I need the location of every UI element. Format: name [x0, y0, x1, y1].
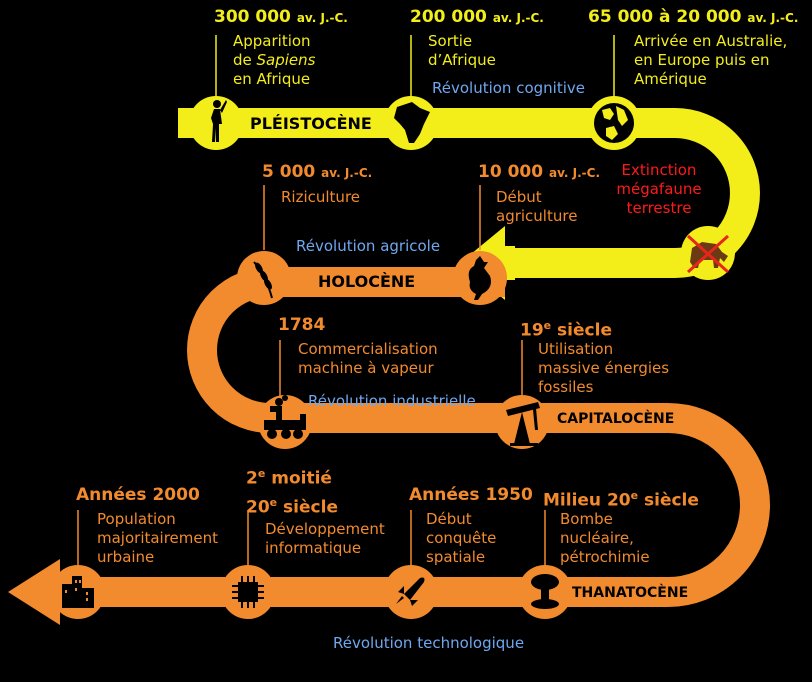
event-urban-date: Années 2000	[76, 485, 200, 505]
chip-icon	[221, 565, 275, 619]
era-capitalocene: CAPITALOCÈNE	[557, 411, 675, 427]
event-steam-date: 1784	[278, 315, 326, 335]
locomotive-icon	[258, 395, 312, 449]
event-nuclear-date: Milieu 20e siècle	[543, 489, 699, 511]
event-steam-desc: Commercialisation machine à vapeur	[298, 340, 438, 377]
city-icon	[51, 565, 105, 619]
event-nuclear-desc: Bombe nucléaire, pétrochimie	[560, 510, 650, 566]
event-rice-desc: Riziculture	[281, 188, 361, 206]
event-extinction-desc: Extinction mégafaune terrestre	[616, 161, 702, 217]
revolution-technological: Révolution technologique	[333, 634, 525, 652]
event-space-date: Années 1950	[409, 485, 533, 505]
revolution-cognitive: Révolution cognitive	[432, 79, 585, 97]
event-sapiens-date: 300 000 av. J.-C.	[214, 7, 348, 27]
rocket-icon	[384, 565, 438, 619]
orange-band	[8, 267, 770, 625]
event-computing-desc: Développement informatique	[265, 520, 385, 557]
oil-pump-icon	[495, 395, 549, 449]
event-agriculture-desc: Début agriculture	[496, 188, 578, 225]
mushroom-cloud-icon	[518, 565, 572, 619]
event-spread-desc: Arrivée en Australie, en Europe puis en …	[634, 32, 788, 88]
event-urban-desc: Population majoritairement urbaine	[97, 510, 219, 566]
chicken-icon	[453, 251, 507, 305]
event-space-desc: Début conquête spatiale	[426, 510, 497, 566]
yellow-connectors	[215, 35, 615, 100]
revolution-agricultural: Révolution agricole	[296, 237, 441, 255]
orange-connectors	[77, 185, 546, 570]
revolution-industrial: Révolution industrielle	[308, 392, 476, 410]
event-computing-date: 2e moitié 20e siècle	[246, 467, 338, 518]
africa-icon	[384, 96, 438, 150]
event-out-of-africa-date: 200 000 av. J.-C.	[410, 7, 544, 27]
event-agriculture-date: 10 000 av. J.-C.	[478, 162, 601, 182]
globe-icon	[587, 96, 641, 150]
mammoth-crossed-icon	[681, 226, 735, 280]
wheat-icon	[237, 251, 291, 305]
era-holocene: HOLOCÈNE	[318, 272, 416, 291]
era-pleistocene: PLÉISTOCÈNE	[250, 114, 372, 133]
event-fossil-desc: Utilisation massive énergies fossiles	[538, 340, 670, 396]
event-spread-date: 65 000 à 20 000 av. J.-C.	[588, 7, 799, 27]
event-sapiens-desc: Apparition de Sapiens en Afrique	[233, 32, 316, 88]
era-thanatocene: THANATOCÈNE	[572, 585, 689, 601]
event-rice-date: 5 000 av. J.-C.	[262, 162, 373, 182]
event-fossil-date: 19e siècle	[520, 319, 612, 341]
human-icon	[189, 96, 243, 150]
event-out-of-africa-desc: Sortie d’Afrique	[428, 32, 496, 69]
